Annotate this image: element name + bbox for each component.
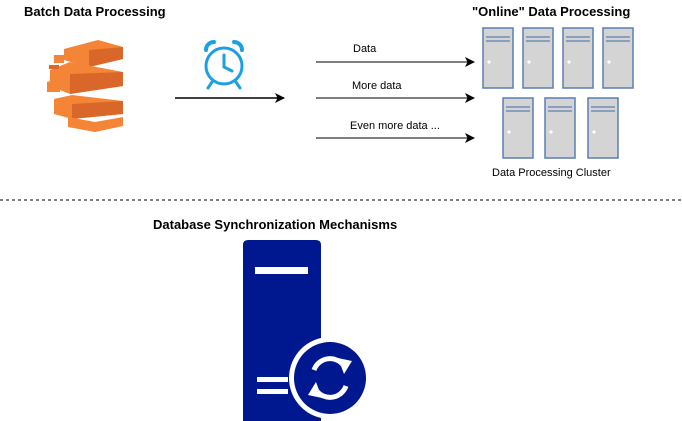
alarm-clock-icon (204, 40, 244, 90)
server-icon (502, 97, 534, 159)
server-icon (602, 27, 634, 89)
server-icon (562, 27, 594, 89)
aws-batch-icon (47, 40, 123, 132)
arrow-label-data: Data (353, 43, 377, 55)
cluster-label: Data Processing Cluster (492, 167, 611, 179)
online-processing-title: "Online" Data Processing (472, 4, 631, 19)
sync-mechanisms-title: Database Synchronization Mechanisms (153, 217, 398, 232)
batch-processing-title: Batch Data Processing (24, 4, 166, 19)
server-icon (587, 97, 619, 159)
arrow-label-more-data: More data (352, 80, 402, 92)
server-cluster (482, 27, 634, 159)
database-sync-icon (243, 240, 371, 421)
server-icon (482, 27, 514, 89)
server-icon (522, 27, 554, 89)
arrow-label-even-more-data: Even more data ... (350, 120, 440, 132)
server-icon (544, 97, 576, 159)
